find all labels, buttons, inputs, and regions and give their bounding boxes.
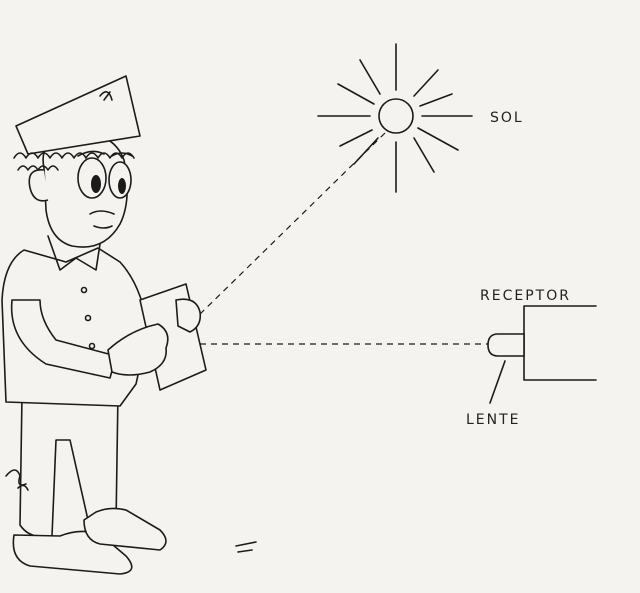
person-figure: [1, 75, 207, 575]
receiver-label: RECEPTOR: [480, 288, 571, 304]
ground-marks: [235, 541, 257, 553]
sun-ray-line: [195, 132, 386, 319]
lens-icon: [487, 333, 525, 357]
receiver-box: [487, 305, 597, 381]
lens-pointer-line: [489, 360, 506, 404]
sun-label: SOL: [490, 110, 524, 126]
sun-icon: [317, 43, 473, 193]
lens-label: LENTE: [466, 412, 521, 428]
hat: [15, 75, 141, 155]
